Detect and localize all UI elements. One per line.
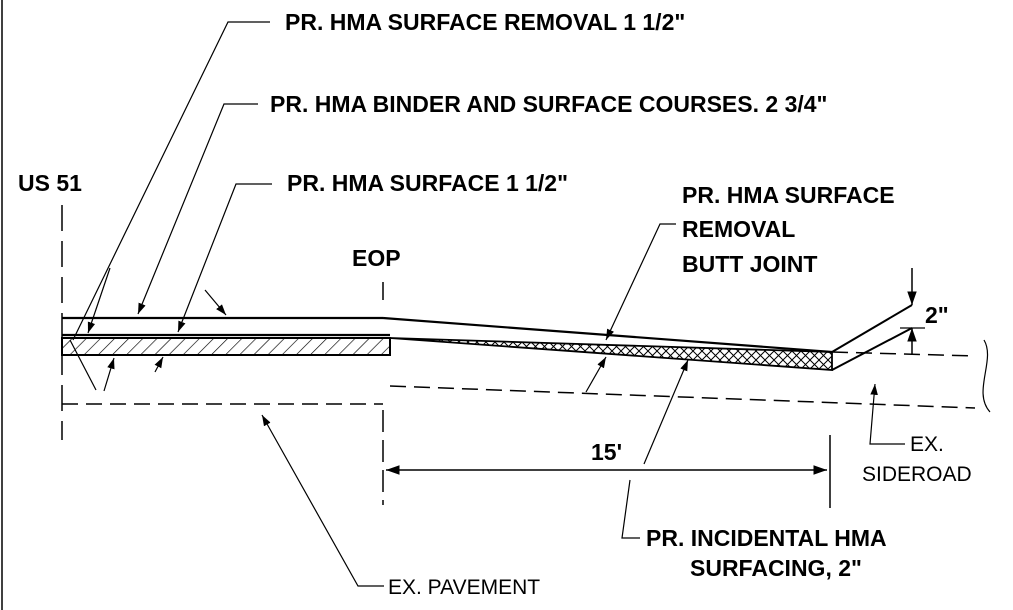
label-butt-joint-2: REMOVAL [682, 216, 795, 242]
label-butt-joint-3: BUTT JOINT [682, 251, 817, 277]
label-ex-pavement: EX. PAVEMENT [388, 576, 540, 599]
sideroad-rise-bottom [831, 327, 913, 371]
leader-binder-surface [137, 103, 258, 315]
leader-butt-joint-arrow2 [585, 356, 607, 393]
label-ex-sideroad-2: SIDEROAD [862, 463, 972, 486]
label-incidental-2: SURFACING, 2" [690, 555, 862, 581]
leader-incidental [643, 359, 689, 465]
label-butt-joint-1: PR. HMA SURFACE [682, 182, 895, 208]
label-incidental-1: PR. INCIDENTAL HMA [646, 525, 887, 551]
leader-surface-removal [72, 21, 270, 341]
break-line [982, 339, 991, 413]
leader-ex-pavement [261, 414, 384, 587]
leader-ex-sideroad [869, 383, 905, 445]
leader-incidental-lower [621, 479, 640, 539]
label-ex-sideroad-1: EX. [910, 433, 944, 456]
leader-binder-arrow-low [69, 339, 97, 391]
butt-joint-crosshatch [389, 337, 833, 371]
sideroad-rise-top [831, 304, 913, 353]
leader-surface-arrow3 [154, 356, 164, 373]
label-route: US 51 [18, 170, 82, 196]
leader-surface-removal-arrow [87, 267, 111, 334]
label-surface: PR. HMA SURFACE 1 1/2" [287, 170, 568, 196]
leader-binder-arrow-low2 [103, 357, 115, 392]
sideroad-surface-dashed [831, 351, 976, 357]
binder-course-hatched [61, 337, 391, 356]
label-length: 15' [591, 439, 622, 465]
leader-surface [177, 183, 272, 333]
label-surface-removal: PR. HMA SURFACE REMOVAL 1 1/2" [285, 9, 685, 35]
leader-butt-joint [605, 223, 676, 341]
label-depth: 2" [925, 302, 949, 328]
leader-surface-arrow2 [204, 289, 227, 316]
label-eop: EOP [352, 245, 401, 271]
label-binder-surface: PR. HMA BINDER AND SURFACE COURSES. 2 3/… [270, 91, 827, 117]
taper-bottom-dashed [389, 385, 976, 409]
